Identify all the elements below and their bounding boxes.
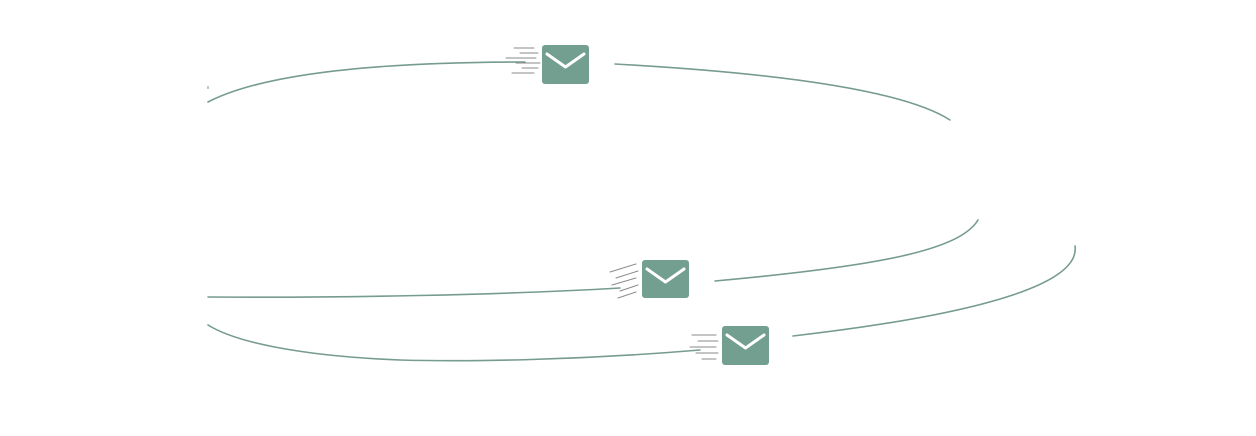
orbit-path-middle-right [714, 219, 979, 282]
envelope-icon [505, 45, 589, 84]
orbit-path-bottom-left [207, 324, 701, 362]
speed-lines [689, 334, 719, 360]
orbit-path-top-right [614, 63, 951, 121]
orbit-path-top [207, 61, 526, 103]
orbit-path-middle-left [207, 287, 621, 298]
orbit-lines [207, 61, 1076, 362]
speed-lines [609, 263, 639, 299]
envelope-icon [689, 326, 769, 365]
envelope-icon [609, 260, 689, 299]
speed-lines [505, 47, 541, 74]
orbit-path-bottom-right [792, 245, 1076, 337]
